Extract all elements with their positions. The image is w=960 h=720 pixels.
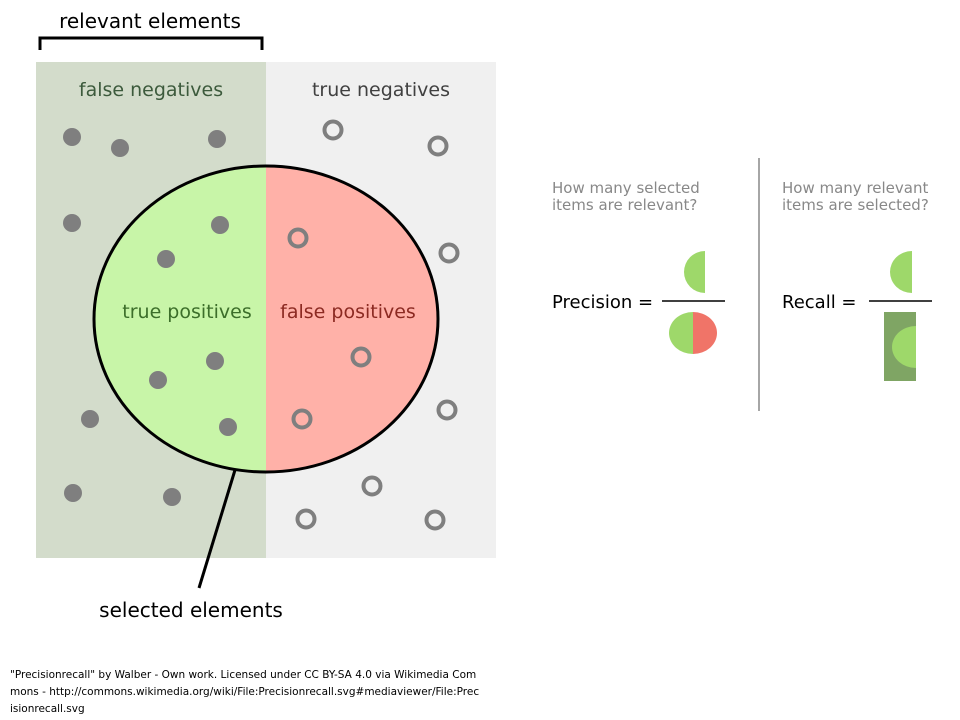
irrelevant-dot — [438, 242, 460, 264]
false-positives-label: false positives — [280, 301, 416, 323]
recall-denominator-green-half — [892, 326, 916, 368]
relevant-dot — [81, 410, 99, 428]
recall-label: Recall = — [782, 292, 857, 313]
selected-elements-title: selected elements — [99, 598, 283, 622]
irrelevant-dot — [291, 408, 313, 430]
irrelevant-items — [287, 119, 460, 531]
irrelevant-dot — [350, 346, 372, 368]
precision-denominator-green-half — [669, 312, 693, 354]
relevant-dot — [219, 418, 237, 436]
precision-question-line1: How many selected — [552, 179, 700, 197]
true-negatives-label: true negatives — [312, 79, 450, 101]
relevant-bracket — [38, 36, 264, 50]
precision-numerator-icon — [684, 251, 705, 293]
recall-question-line2: items are selected? — [782, 196, 929, 214]
relevant-dot — [157, 250, 175, 268]
relevant-items — [63, 128, 237, 506]
false-positives-area — [266, 166, 438, 472]
relevant-dot — [64, 484, 82, 502]
irrelevant-dot — [287, 227, 309, 249]
recall-question-line1: How many relevant — [782, 179, 928, 197]
relevant-dot — [211, 216, 229, 234]
attribution-caption: "Precisionrecall" by Walber - Own work. … — [10, 669, 480, 715]
relevant-dot — [208, 130, 226, 148]
precision-question-line2: items are relevant? — [552, 196, 697, 214]
relevant-dot — [206, 352, 224, 370]
true-positives-label: true positives — [122, 301, 251, 323]
irrelevant-dot — [427, 135, 449, 157]
relevant-dot — [111, 139, 129, 157]
selected-pointer-line — [197, 469, 237, 589]
false-negatives-label: false negatives — [79, 79, 223, 101]
precision-denominator-red-half — [693, 312, 717, 354]
irrelevant-dot — [436, 399, 458, 421]
relevant-dot — [149, 371, 167, 389]
irrelevant-dot — [424, 509, 446, 531]
selected-ellipse-outline — [92, 164, 440, 474]
recall-numerator-icon — [890, 251, 912, 293]
irrelevant-dot — [295, 508, 317, 530]
irrelevant-dot — [361, 475, 383, 497]
relevant-dot — [163, 488, 181, 506]
true-positives-area — [94, 166, 266, 472]
relevant-dot — [63, 214, 81, 232]
relevant-elements-title: relevant elements — [59, 9, 241, 33]
relevant-dot — [63, 128, 81, 146]
precision-label: Precision = — [552, 292, 653, 313]
irrelevant-dot — [322, 119, 344, 141]
